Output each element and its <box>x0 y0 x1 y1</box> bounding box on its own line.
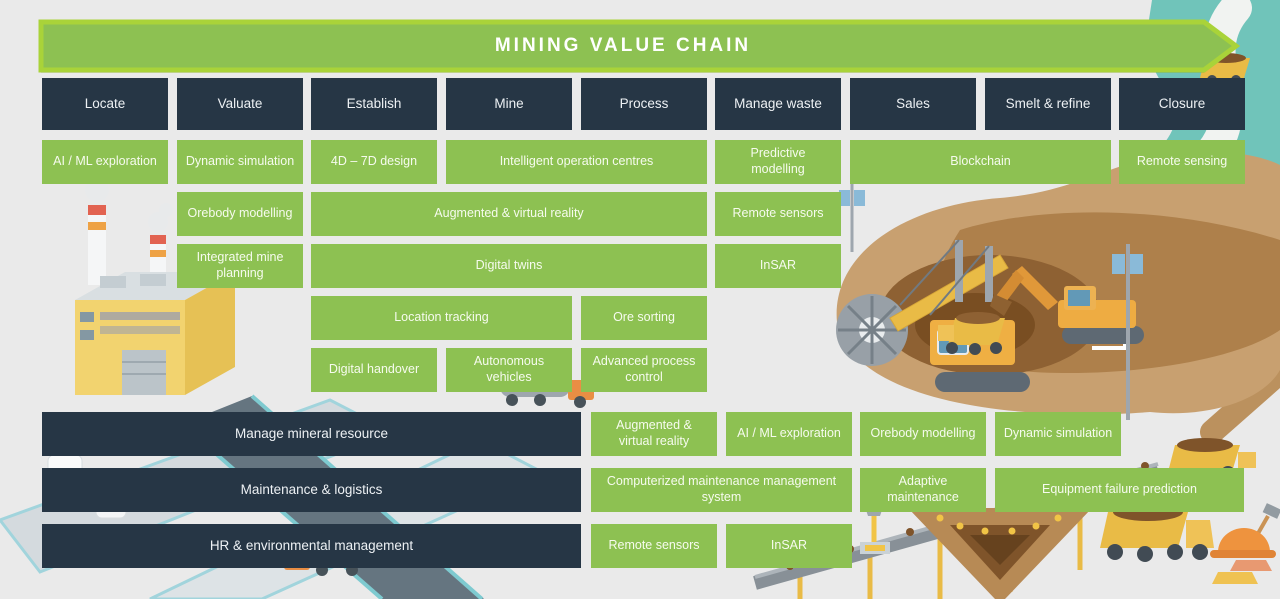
tech-augmented-virtual-reality-support: Augmented & virtual reality <box>591 412 717 456</box>
tech-ai-ml-exploration-support: AI / ML exploration <box>726 412 852 456</box>
tech-adaptive-maintenance: Adaptive maintenance <box>860 468 986 512</box>
tech-dynamic-simulation-support: Dynamic simulation <box>995 412 1121 456</box>
tech-orebody-modelling: Orebody modelling <box>177 192 303 236</box>
tech-augmented-virtual-reality: Augmented & virtual reality <box>311 192 707 236</box>
tech-intelligent-operation-centres: Intelligent operation centres <box>446 140 707 184</box>
stage-manage-waste: Manage waste <box>715 78 841 130</box>
tech-orebody-modelling-support: Orebody modelling <box>860 412 986 456</box>
tech-autonomous-vehicles: Autonomous vehicles <box>446 348 572 392</box>
tech-insar-support: InSAR <box>726 524 852 568</box>
tech-digital-twins: Digital twins <box>311 244 707 288</box>
stage-mine: Mine <box>446 78 572 130</box>
stage-locate: Locate <box>42 78 168 130</box>
stage-closure: Closure <box>1119 78 1245 130</box>
tech-remote-sensors-support: Remote sensors <box>591 524 717 568</box>
tech-dynamic-simulation: Dynamic simulation <box>177 140 303 184</box>
stage-establish: Establish <box>311 78 437 130</box>
page-title: MINING VALUE CHAIN <box>494 34 752 56</box>
stage-valuate: Valuate <box>177 78 303 130</box>
tech-remote-sensing: Remote sensing <box>1119 140 1245 184</box>
support-manage-mineral-resource: Manage mineral resource <box>42 412 581 456</box>
tech-ore-sorting: Ore sorting <box>581 296 707 340</box>
tech-location-tracking: Location tracking <box>311 296 572 340</box>
tech-integrated-mine-planning: Integrated mine planning <box>177 244 303 288</box>
small-pit-illustration <box>860 498 1092 599</box>
open-pit-illustration <box>836 151 1280 420</box>
stage-sales: Sales <box>850 78 976 130</box>
stage-smelt-refine: Smelt & refine <box>985 78 1111 130</box>
support-hr-environmental-management: HR & environmental management <box>42 524 581 568</box>
tech-equipment-failure-prediction: Equipment failure prediction <box>995 468 1244 512</box>
tech-remote-sensors: Remote sensors <box>715 192 841 236</box>
support-maintenance-logistics: Maintenance & logistics <box>42 468 581 512</box>
tech-blockchain: Blockchain <box>850 140 1111 184</box>
tech-ai-ml-exploration: AI / ML exploration <box>42 140 168 184</box>
gold-items-illustration <box>1100 503 1280 584</box>
banner-arrow-shape <box>38 19 1241 73</box>
tech-computerized-maintenance-management-system: Computerized maintenance management syst… <box>591 468 852 512</box>
tech-digital-handover: Digital handover <box>311 348 437 392</box>
tech-insar: InSAR <box>715 244 841 288</box>
tech-predictive-modelling: Predictive modelling <box>715 140 841 184</box>
tech-4d-7d-design: 4D – 7D design <box>311 140 437 184</box>
tech-advanced-process-control: Advanced process control <box>581 348 707 392</box>
stage-process: Process <box>581 78 707 130</box>
